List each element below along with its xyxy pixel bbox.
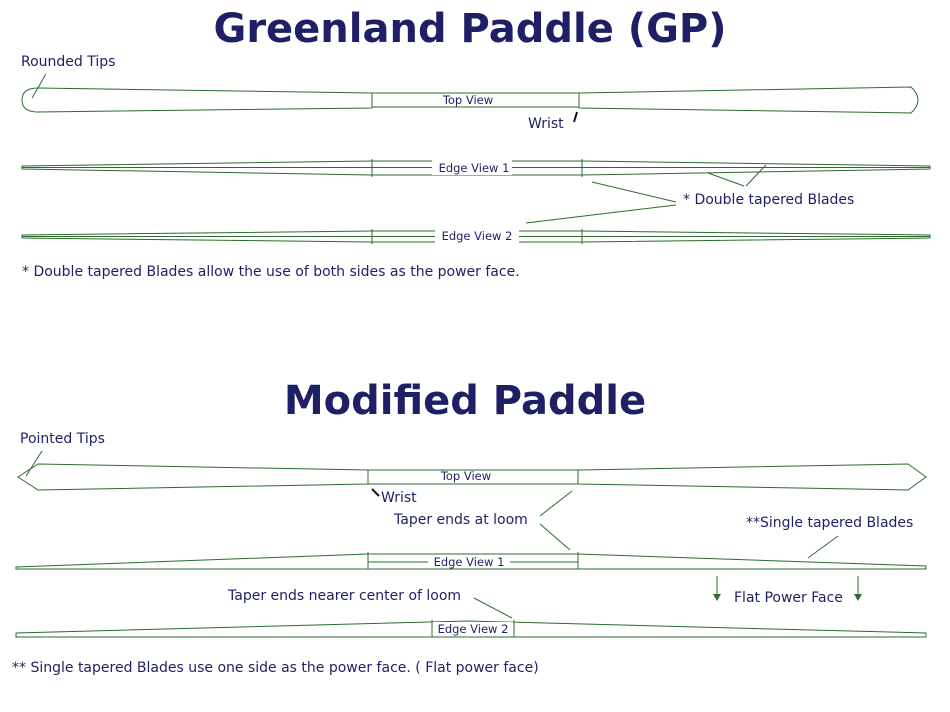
modified-edge-view-1: Edge View 1 xyxy=(15,552,927,570)
gp-edge1-label: Edge View 1 xyxy=(439,161,510,175)
modified-wrist-label: Wrist xyxy=(381,490,417,506)
modified-edge1-label: Edge View 1 xyxy=(434,555,505,569)
modified-pointed-tips-label: Pointed Tips xyxy=(20,431,105,447)
modified-wrist-mark xyxy=(371,488,380,497)
gp-title: Greenland Paddle (GP) xyxy=(213,6,726,52)
gp-wrist-mark xyxy=(573,111,578,123)
modified-taper-loom-leader-up xyxy=(539,490,573,517)
modified-edge2-label: Edge View 2 xyxy=(438,622,509,636)
modified-flat-power-face: Flat Power Face xyxy=(713,576,862,606)
modified-top-left-blade xyxy=(17,463,369,491)
modified-pointed-tips-leader xyxy=(25,450,43,477)
gp-edge1-label-bg xyxy=(432,160,512,175)
modified-taper-center-label: Taper ends nearer center of loom xyxy=(227,588,461,604)
gp-note: * Double tapered Blades allow the use of… xyxy=(22,264,520,280)
gp-double-tapered-leader-3 xyxy=(591,181,677,203)
power-face-arrow-right-head xyxy=(854,594,862,601)
gp-edge-view-2: Edge View 2 xyxy=(21,228,931,244)
gp-top-left-blade xyxy=(21,87,373,113)
modified-top-view-label: Top View xyxy=(440,469,491,483)
modified-flat-power-face-label: Flat Power Face xyxy=(734,590,843,606)
modified-taper-loom-leader-down xyxy=(539,523,571,551)
modified-top-view: Top View xyxy=(17,463,927,491)
gp-top-view: Top View xyxy=(21,86,919,114)
modified-taper-center-leader xyxy=(473,597,513,619)
modified-single-tapered-leader xyxy=(807,535,839,559)
power-face-arrow-left-head xyxy=(713,594,721,601)
gp-double-tapered-leader-1 xyxy=(707,172,745,187)
modified-edge-view-2: Edge View 2 xyxy=(15,620,927,638)
gp-rounded-tips-label: Rounded Tips xyxy=(21,54,115,70)
modified-single-tapered-label: **Single tapered Blades xyxy=(746,515,913,531)
gp-rounded-tips-leader xyxy=(31,73,47,99)
modified-top-right-blade xyxy=(577,463,927,491)
modified-title: Modified Paddle xyxy=(284,378,646,424)
modified-note: ** Single tapered Blades use one side as… xyxy=(12,660,539,676)
modified-taper-loom-label: Taper ends at loom xyxy=(393,512,528,528)
gp-edge2-label-bg xyxy=(435,228,519,243)
gp-top-right-blade xyxy=(578,86,919,114)
gp-top-view-label: Top View xyxy=(442,93,493,107)
gp-edge-view-1: Edge View 1 xyxy=(21,159,931,177)
gp-edge2-label: Edge View 2 xyxy=(442,229,513,243)
modified-edge1-label-bg xyxy=(428,555,510,568)
gp-wrist-label: Wrist xyxy=(528,116,564,132)
gp-double-tapered-leader-2 xyxy=(745,164,767,187)
modified-edge2-label-bg xyxy=(433,622,513,635)
gp-double-tapered-leader-4 xyxy=(525,204,677,224)
gp-double-tapered-label: * Double tapered Blades xyxy=(683,192,854,208)
